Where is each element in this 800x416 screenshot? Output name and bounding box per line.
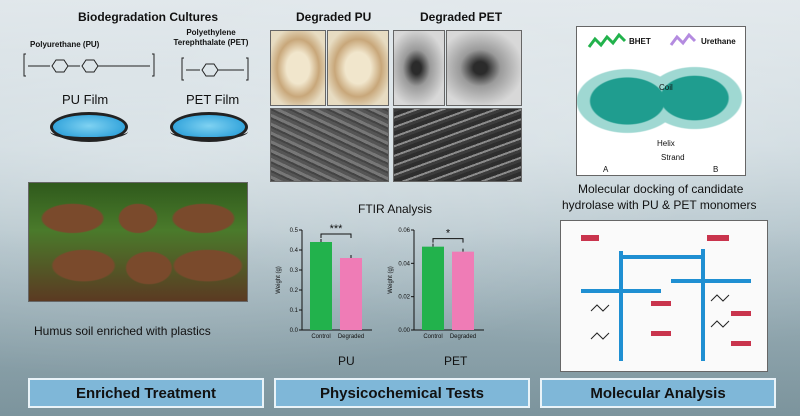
helix-label: Helix bbox=[657, 139, 675, 148]
pet-structure-icon bbox=[181, 57, 249, 81]
pu-film-label: PU Film bbox=[62, 92, 109, 107]
pet-significance-bracket bbox=[432, 238, 464, 243]
pet-bar-degraded bbox=[452, 251, 474, 330]
pu-petri-dish bbox=[50, 112, 128, 142]
pet-ytick-label: 0.04 bbox=[398, 261, 410, 267]
pu-structure-icon bbox=[23, 53, 155, 77]
pu-ytick-label: 0.5 bbox=[290, 228, 299, 234]
pu-significance-bracket bbox=[320, 233, 352, 238]
pu-ytick-label: 0.1 bbox=[290, 308, 299, 314]
banner-physicochemical-tests: Physicochemical Tests bbox=[274, 378, 530, 408]
pet-category-label: Degraded bbox=[450, 334, 476, 340]
pet-chart-label: PET bbox=[444, 354, 468, 368]
bhet-molecule-icon bbox=[587, 32, 627, 48]
pet-petri-dish bbox=[170, 112, 248, 142]
urethane-label: Urethane bbox=[701, 37, 736, 46]
pu-ytick-label: 0.4 bbox=[290, 248, 299, 254]
pet-ylabel: Weight (g) bbox=[388, 266, 394, 294]
pet-sem-image bbox=[393, 108, 522, 182]
soil-pots-photo bbox=[28, 182, 248, 302]
urethane-molecule-icon bbox=[669, 32, 697, 46]
pu-category-label: Control bbox=[311, 334, 330, 340]
docking-caption-line2: hydrolase with PU & PET monomers bbox=[562, 198, 757, 212]
panel-a-label: A bbox=[603, 165, 609, 174]
degraded-pet-photo-1 bbox=[393, 30, 445, 106]
panel-b-label: B bbox=[713, 165, 719, 174]
banner-molecular-analysis: Molecular Analysis bbox=[540, 378, 776, 408]
pu-ylabel: Weight (g) bbox=[276, 266, 282, 294]
pu-category-label: Degraded bbox=[338, 334, 364, 340]
docking-caption-line1: Molecular docking of candidate bbox=[578, 182, 744, 196]
pu-significance-stars: *** bbox=[330, 223, 344, 235]
pu-sem-image bbox=[270, 108, 389, 182]
degraded-pet-photo-2 bbox=[446, 30, 522, 106]
pet-name: Polyethylene Terephthalate (PET) bbox=[173, 28, 249, 47]
pet-category-label: Control bbox=[423, 334, 442, 340]
banner-enriched-treatment: Enriched Treatment bbox=[28, 378, 264, 408]
pu-bar-control bbox=[310, 242, 332, 330]
ftir-title: FTIR Analysis bbox=[358, 202, 433, 216]
pu-ytick-label: 0.3 bbox=[290, 268, 299, 274]
pu-ytick-label: 0.0 bbox=[290, 328, 299, 334]
soil-caption: Humus soil enriched with plastics bbox=[34, 324, 211, 338]
metabolic-pathway-diagram bbox=[560, 220, 768, 372]
pu-bar-degraded bbox=[340, 258, 362, 330]
pet-ytick-label: 0.00 bbox=[398, 328, 410, 334]
pu-chart-label: PU bbox=[338, 354, 355, 368]
pet-ytick-label: 0.06 bbox=[398, 228, 410, 234]
pet-bar-control bbox=[422, 246, 444, 330]
pet-film-label: PET Film bbox=[186, 92, 240, 107]
degraded-pu-photo-1 bbox=[270, 30, 326, 106]
degraded-pet-title: Degraded PET bbox=[420, 10, 503, 24]
bhet-label: BHET bbox=[629, 37, 651, 46]
pu-name: Polyurethane (PU) bbox=[30, 40, 100, 49]
coil-label: Coil bbox=[659, 83, 673, 92]
strand-label: Strand bbox=[661, 153, 685, 162]
degraded-pu-photo-2 bbox=[327, 30, 389, 106]
degraded-pu-title: Degraded PU bbox=[296, 10, 372, 24]
pet-significance-stars: * bbox=[446, 228, 451, 240]
cultures-title: Biodegradation Cultures bbox=[78, 10, 219, 24]
pet-ytick-label: 0.02 bbox=[398, 295, 410, 301]
docking-figure: BHET Urethane Coil Helix Strand A B bbox=[576, 26, 746, 176]
pu-ytick-label: 0.2 bbox=[290, 288, 299, 294]
